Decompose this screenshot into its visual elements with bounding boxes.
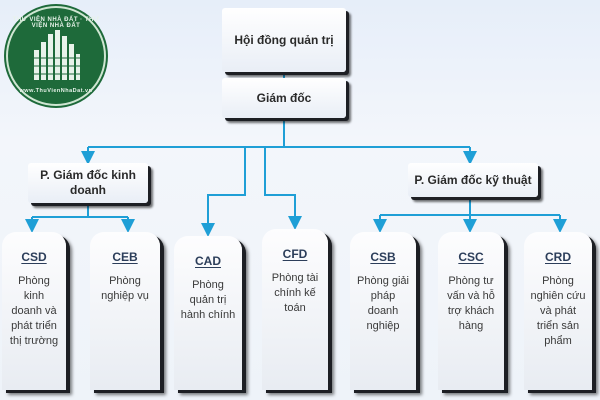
department-csd: CSD Phòng kinh doanh và phát triển thị t…	[2, 232, 66, 390]
logo-seal: THƯ VIỆN NHÀ ĐẤT · THƯ VIỆN NHÀ ĐẤT www.…	[6, 6, 106, 106]
deputy-technical-label: P. Giám đốc kỹ thuật	[414, 173, 532, 187]
department-code: CSB	[370, 250, 396, 264]
department-code: CFD	[282, 247, 308, 261]
board-box: Hội đồng quản trị	[222, 8, 346, 72]
department-name: Phòng tài chính kế toán	[271, 272, 319, 314]
logo-ring-text-top: THƯ VIỆN NHÀ ĐẤT · THƯ VIỆN NHÀ ĐẤT	[12, 17, 100, 29]
building-icon	[30, 30, 82, 80]
logo-ring-text-bottom: www.ThuVienNhaDat.vn	[19, 88, 93, 94]
department-csb: CSB Phòng giải pháp doanh nghiệp	[350, 232, 416, 390]
deputy-business-label: P. Giám đốc kinh doanh	[40, 168, 136, 197]
department-csc: CSC Phòng tư vấn và hỗ trợ khách hàng	[438, 232, 504, 390]
department-crd: CRD Phòng nghiên cứu và phát triển sản p…	[524, 232, 592, 390]
department-code: CSD	[21, 250, 47, 264]
department-code: CSC	[458, 250, 484, 264]
department-name: Phòng giải pháp doanh nghiệp	[357, 275, 409, 332]
department-name: Phòng quản trị hành chính	[180, 279, 236, 321]
department-name: Phòng kinh doanh và phát triển thị trườn…	[9, 275, 59, 347]
department-cfd: CFD Phòng tài chính kế toán	[262, 229, 328, 390]
department-name: Phòng tư vấn và hỗ trợ khách hàng	[447, 275, 495, 332]
connector-bus-cad	[201, 147, 246, 237]
department-code: CAD	[195, 254, 221, 268]
department-cad: CAD Phòng quản trị hành chính	[174, 236, 242, 390]
connector-bus-cfd	[264, 147, 302, 230]
department-name: Phòng nghiệp vụ	[101, 275, 149, 302]
department-code: CRD	[545, 250, 571, 264]
department-code: CEB	[112, 250, 138, 264]
deputy-technical-box: P. Giám đốc kỹ thuật	[408, 163, 538, 197]
director-label: Giám đốc	[256, 91, 312, 105]
director-box: Giám đốc	[222, 78, 346, 118]
deputy-business-box: P. Giám đốc kinh doanh	[28, 163, 148, 203]
board-label: Hội đồng quản trị	[234, 33, 334, 47]
department-ceb: CEB Phòng nghiệp vụ	[90, 232, 160, 390]
department-name: Phòng nghiên cứu và phát triển sản phẩm	[530, 275, 586, 347]
